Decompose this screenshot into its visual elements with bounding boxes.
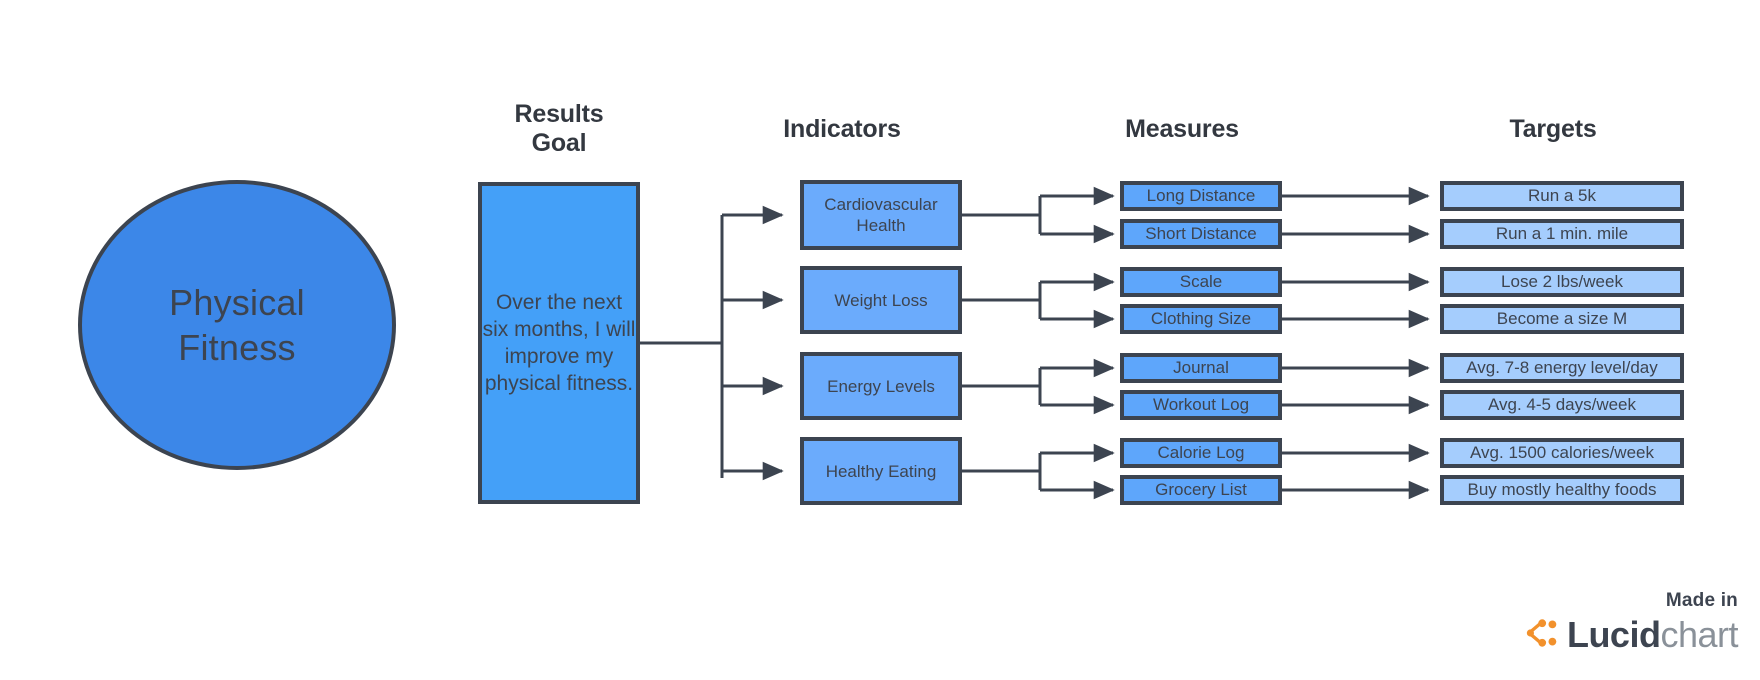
indicator-label: Weight Loss xyxy=(834,290,928,310)
lucidchart-attribution: Made in Lucidchart xyxy=(1524,590,1738,654)
measure-label: Short Distance xyxy=(1145,224,1257,243)
measure-node[interactable]: Calorie Log xyxy=(1120,438,1282,468)
measure-label: Journal xyxy=(1173,358,1229,377)
goal-circle[interactable]: Physical Fitness xyxy=(78,180,396,470)
target-label: Buy mostly healthy foods xyxy=(1467,480,1657,499)
indicator-label: Energy Levels xyxy=(827,376,935,396)
measure-node[interactable]: Scale xyxy=(1120,267,1282,297)
column-header-targets: Targets xyxy=(1509,115,1597,143)
target-node[interactable]: Run a 1 min. mile xyxy=(1440,219,1684,249)
measure-node[interactable]: Journal xyxy=(1120,353,1282,383)
measure-label: Scale xyxy=(1179,272,1223,291)
target-node[interactable]: Avg. 1500 calories/week xyxy=(1440,438,1684,468)
results-goal-text: Over the next six months, I will improve… xyxy=(482,291,636,395)
measure-label: Workout Log xyxy=(1152,395,1250,414)
indicator-label: Healthy Eating xyxy=(825,461,937,481)
indicator-label: Cardiovascular Health xyxy=(824,195,938,235)
column-header-measures: Measures xyxy=(1125,115,1239,143)
goal-circle-label-line2: Fitness xyxy=(178,327,296,368)
target-node[interactable]: Avg. 4-5 days/week xyxy=(1440,390,1684,420)
target-label: Run a 1 min. mile xyxy=(1495,224,1629,243)
target-node[interactable]: Buy mostly healthy foods xyxy=(1440,475,1684,505)
measure-node[interactable]: Grocery List xyxy=(1120,475,1282,505)
target-label: Become a size M xyxy=(1496,309,1628,328)
target-label: Avg. 7-8 energy level/day xyxy=(1466,358,1658,377)
indicator-node[interactable]: Healthy Eating xyxy=(800,437,962,505)
target-label: Avg. 4-5 days/week xyxy=(1487,395,1637,414)
indicator-node[interactable]: Weight Loss xyxy=(800,266,962,334)
measure-label: Calorie Log xyxy=(1157,443,1245,462)
goal-circle-label: Physical Fitness xyxy=(169,280,305,370)
column-header-results-goal-line2: Goal xyxy=(531,129,587,157)
results-goal-box[interactable]: Over the next six months, I will improve… xyxy=(478,182,640,504)
target-node[interactable]: Avg. 7-8 energy level/day xyxy=(1440,353,1684,383)
measure-label: Clothing Size xyxy=(1150,309,1252,328)
measure-node[interactable]: Clothing Size xyxy=(1120,304,1282,334)
target-node[interactable]: Become a size M xyxy=(1440,304,1684,334)
lucidchart-wordmark-bold: Lucid xyxy=(1566,614,1661,655)
goal-circle-label-line1: Physical xyxy=(169,282,305,323)
column-header-results-goal: Results Goal xyxy=(478,100,640,158)
made-in-label: Made in xyxy=(1665,590,1738,611)
indicator-node[interactable]: Energy Levels xyxy=(800,352,962,420)
column-header-indicators: Indicators xyxy=(783,115,901,143)
target-node[interactable]: Lose 2 lbs/week xyxy=(1440,267,1684,297)
measure-node[interactable]: Long Distance xyxy=(1120,181,1282,211)
target-label: Run a 5k xyxy=(1527,186,1597,205)
measure-node[interactable]: Short Distance xyxy=(1120,219,1282,249)
target-label: Lose 2 lbs/week xyxy=(1501,272,1623,291)
lucidchart-wordmark: Lucidchart xyxy=(1566,614,1739,655)
indicator-node[interactable]: Cardiovascular Health xyxy=(800,180,962,250)
target-label: Avg. 1500 calories/week xyxy=(1470,443,1654,462)
lucidchart-logo-icon xyxy=(1524,617,1558,654)
measure-label: Long Distance xyxy=(1146,186,1256,205)
column-header-results-goal-line1: Results xyxy=(514,100,604,128)
lucidchart-wordmark-light: chart xyxy=(1660,614,1738,655)
target-node[interactable]: Run a 5k xyxy=(1440,181,1684,211)
measure-node[interactable]: Workout Log xyxy=(1120,390,1282,420)
measure-label: Grocery List xyxy=(1155,480,1247,499)
